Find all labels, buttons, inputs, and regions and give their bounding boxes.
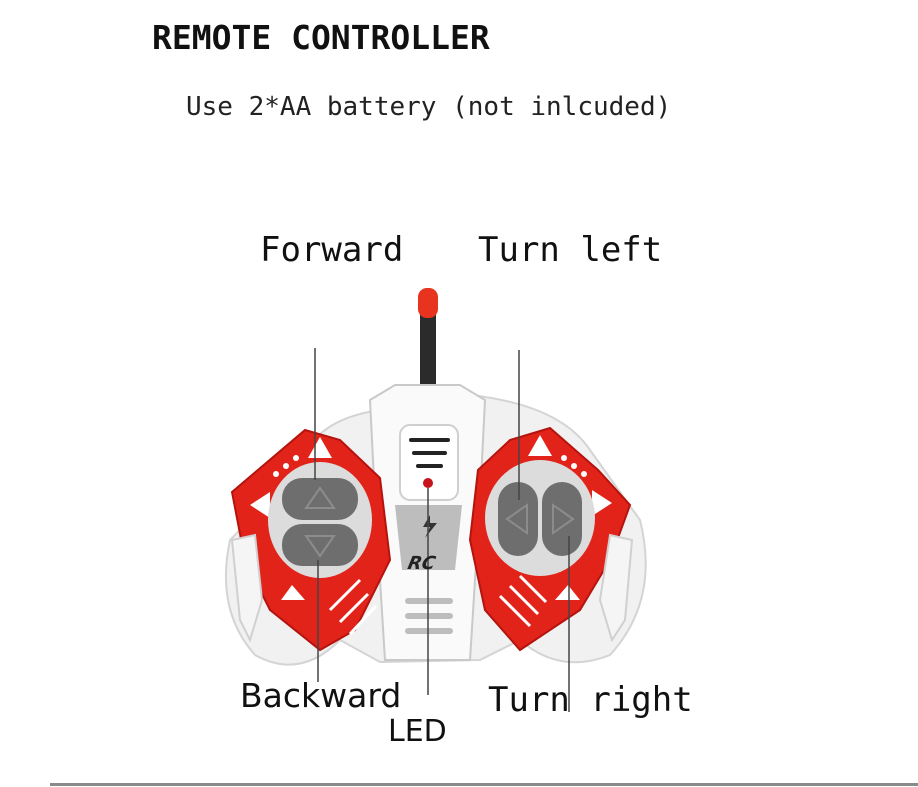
right-pod-stripes <box>498 574 548 628</box>
label-turn-left: Turn left <box>478 230 663 270</box>
page-title: REMOTE CONTROLLER <box>152 18 490 57</box>
rc-logo: RC <box>405 553 438 574</box>
left-dot-3 <box>273 471 279 477</box>
up-arrow-icon <box>304 486 336 509</box>
center-slot <box>399 424 459 501</box>
right-arrow-icon <box>552 503 575 535</box>
signal-icon <box>409 438 450 468</box>
left-dot-1 <box>283 463 289 469</box>
forward-button[interactable] <box>282 478 358 520</box>
center-grille-2 <box>405 613 453 619</box>
turn-right-button[interactable] <box>542 482 582 556</box>
left-dot-2 <box>293 455 299 461</box>
left-triangle-bottom <box>281 585 305 600</box>
left-triangle-left <box>250 492 270 518</box>
left-pod-stripes <box>328 578 378 636</box>
center-grille-3 <box>405 628 453 634</box>
right-triangle-top <box>528 435 552 456</box>
right-dot-2 <box>561 455 567 461</box>
label-led: LED <box>388 714 447 749</box>
label-turn-right: Turn right <box>488 680 693 720</box>
turn-left-button[interactable] <box>498 482 538 556</box>
left-grip <box>230 533 264 643</box>
label-forward: Forward <box>260 230 404 270</box>
right-grip <box>598 533 634 643</box>
left-arrow-icon <box>505 503 528 535</box>
label-backward: Backward <box>240 676 402 715</box>
power-icon <box>423 515 437 538</box>
led-indicator <box>423 478 433 488</box>
right-dot-1 <box>571 463 577 469</box>
bottom-divider <box>50 783 918 786</box>
right-triangle-right <box>592 490 612 516</box>
right-triangle-bottom <box>555 585 580 600</box>
left-triangle-top <box>308 437 332 458</box>
antenna-tip <box>418 288 438 318</box>
down-arrow-icon <box>304 535 336 558</box>
antenna-shaft <box>420 310 436 392</box>
center-grille-1 <box>405 598 453 604</box>
right-dot-3 <box>581 471 587 477</box>
battery-note: Use 2*AA battery (not inlcuded) <box>186 92 672 122</box>
backward-button[interactable] <box>282 524 358 566</box>
